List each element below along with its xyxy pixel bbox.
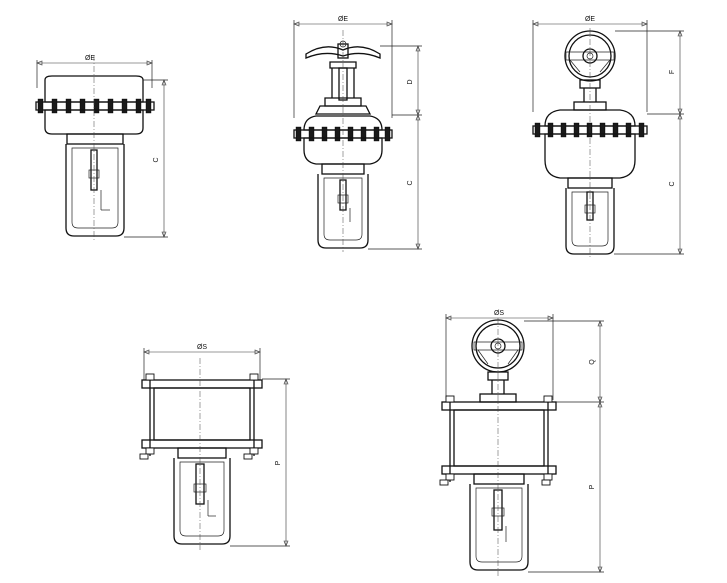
- yoke-top: [567, 177, 613, 189]
- cylinder-top-plate: [141, 379, 263, 389]
- yoke-frame: [65, 144, 125, 237]
- handwheel: [305, 46, 381, 59]
- yoke-top: [66, 133, 124, 145]
- yoke-frame: [469, 484, 529, 571]
- dim-label-width: ØE: [338, 16, 348, 23]
- yoke-frame: [565, 188, 615, 255]
- lower-diaphragm-case: [303, 137, 383, 165]
- dim-label-height-f: F: [669, 70, 676, 74]
- drawing-piston-actuator-handwheel: ØS: [439, 310, 604, 576]
- cylinder-bottom-plate: [141, 439, 263, 449]
- dim-label-height-c: C: [407, 180, 414, 185]
- flange-bolts: [295, 126, 391, 142]
- dim-label-width: ØS: [494, 310, 504, 317]
- dim-label-height-p: P: [589, 484, 596, 489]
- flange-bolts: [37, 98, 152, 114]
- dim-label-height-c: C: [153, 157, 160, 162]
- lower-diaphragm-case: [44, 109, 144, 135]
- lower-diaphragm-case: [544, 133, 636, 179]
- upper-diaphragm-case: [303, 115, 383, 131]
- drawing-diaphragm-actuator: ØE C: [35, 55, 168, 240]
- cylinder-top-plate: [441, 401, 557, 411]
- dim-label-height-d: D: [407, 79, 414, 84]
- yoke-frame: [173, 458, 231, 545]
- dim-label-height-q: Q: [589, 359, 596, 365]
- dim-label-width: ØE: [585, 16, 595, 23]
- yoke-top: [473, 473, 525, 485]
- upper-diaphragm-case: [544, 109, 636, 127]
- drawing-diaphragm-actuator-handwheel: ØE: [293, 16, 422, 252]
- tie-rods: [439, 395, 553, 486]
- dim-label-width: ØE: [85, 55, 95, 62]
- tie-rods: [139, 373, 259, 460]
- yoke-top: [177, 447, 227, 459]
- dim-label-height-p: P: [275, 460, 282, 465]
- cylinder-bottom-plate: [441, 465, 557, 475]
- drawing-piston-actuator: ØS P: [139, 344, 290, 550]
- dim-label-height-c: C: [669, 181, 676, 186]
- cylinder-body: [153, 387, 251, 441]
- screw-stem: [338, 67, 348, 101]
- flange-bolts: [534, 122, 645, 138]
- dim-label-width: ØS: [197, 344, 207, 351]
- drawing-diaphragm-actuator-side-handwheel: ØE: [532, 16, 684, 258]
- cylinder-body: [453, 409, 545, 467]
